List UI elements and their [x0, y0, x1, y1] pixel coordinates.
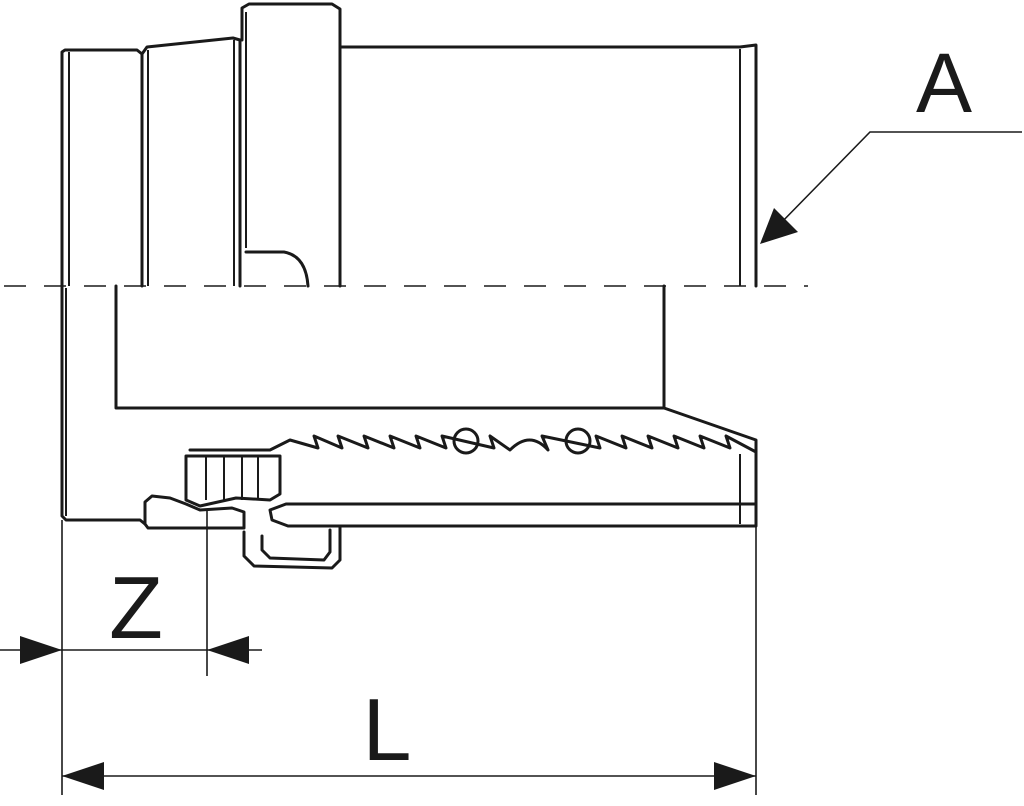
o-ring-1: [452, 427, 480, 455]
sleeve-hook: [143, 494, 246, 530]
dimension-z-arrow-right: [207, 636, 249, 664]
label-l: L: [363, 680, 412, 779]
dimension-z: Z: [0, 510, 262, 795]
cone-outline: [140, 36, 242, 288]
bore-outline: [114, 284, 666, 410]
fitting-section-lower: [60, 284, 758, 570]
tube-wall-outline: [268, 450, 758, 528]
dimension-l-arrow-right: [714, 762, 756, 790]
label-a-group: A: [760, 36, 1022, 244]
dimension-l-arrow-left: [62, 762, 104, 790]
label-a-arrowhead: [760, 208, 798, 244]
section-left-contour: [60, 284, 147, 526]
serrated-tube-profile: [188, 434, 758, 454]
compression-ring: [184, 454, 282, 508]
nut-lower-inner: [260, 528, 332, 562]
nut-lower-outline: [242, 524, 342, 570]
fitting-exterior-upper: [60, 2, 758, 288]
o-ring-2: [564, 427, 592, 455]
label-z: Z: [109, 558, 163, 657]
tube-taper: [662, 406, 758, 454]
sleeve-body-outline: [338, 43, 758, 288]
dimension-l: L: [62, 526, 757, 795]
left-stub-outline: [60, 48, 144, 288]
label-a-leader-line: [775, 131, 1022, 229]
nut-notch: [244, 250, 310, 288]
nut-outline: [240, 2, 342, 288]
dimension-z-arrow-left: [20, 636, 62, 664]
label-a: A: [916, 36, 972, 130]
